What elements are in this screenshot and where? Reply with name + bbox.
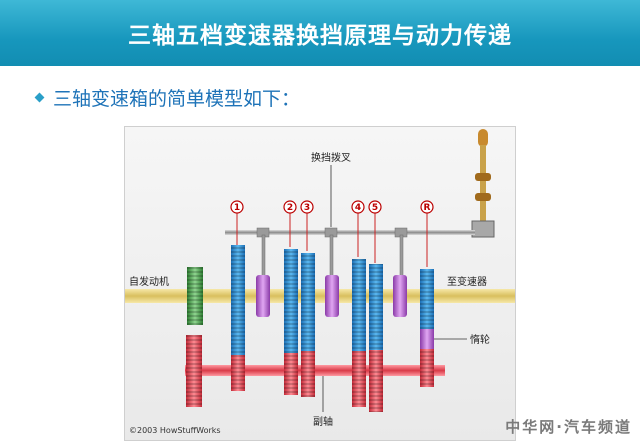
countershaft-red-gears <box>231 347 434 412</box>
mainshaft-blue-gears <box>231 245 434 355</box>
main-shaft <box>125 289 515 303</box>
gear-number-markers: 1 2 3 4 5 R <box>230 200 434 214</box>
idler-gear <box>420 329 434 349</box>
countershaft-label: 副轴 <box>313 415 333 428</box>
synchro-collars <box>256 275 407 317</box>
gear-number-4: 4 <box>355 203 361 213</box>
selector-rail <box>225 230 475 235</box>
gear-number-leaders <box>236 213 428 267</box>
gear-number-5: 5 <box>372 203 378 213</box>
bullet-diamond-icon <box>34 92 45 103</box>
to-transmission-label: 至变速器 <box>447 275 487 288</box>
bullet-row: 三轴变速箱的简单模型如下： <box>34 84 301 111</box>
bullet-text: 三轴变速箱的简单模型如下： <box>53 88 301 110</box>
gearbox-diagram: 1 2 3 4 5 R 换挡拨叉 自发动机 至变速器 惰轮 副轴 ©2003 H… <box>124 126 516 441</box>
gear-number-1: 1 <box>234 203 240 213</box>
title-bar: 三轴五档变速器换挡原理与动力传递 <box>0 0 640 66</box>
shift-lever <box>471 129 495 238</box>
watermark: 中华网·汽车频道 <box>505 418 632 436</box>
engine-label: 自发动机 <box>129 275 169 288</box>
slide-title: 三轴五档变速器换挡原理与动力传递 <box>128 23 512 49</box>
shift-fork-rods <box>256 227 408 278</box>
gearbox-svg: 1 2 3 4 5 R 换挡拨叉 自发动机 至变速器 惰轮 副轴 ©2003 H… <box>125 129 515 435</box>
gear-number-3: 3 <box>304 203 310 213</box>
gear-number-r: R <box>424 203 431 213</box>
copyright-text: ©2003 HowStuffWorks <box>129 426 221 435</box>
shift-fork-label: 换挡拨叉 <box>311 151 351 164</box>
gear-number-2: 2 <box>287 203 293 213</box>
idler-label: 惰轮 <box>470 333 490 346</box>
